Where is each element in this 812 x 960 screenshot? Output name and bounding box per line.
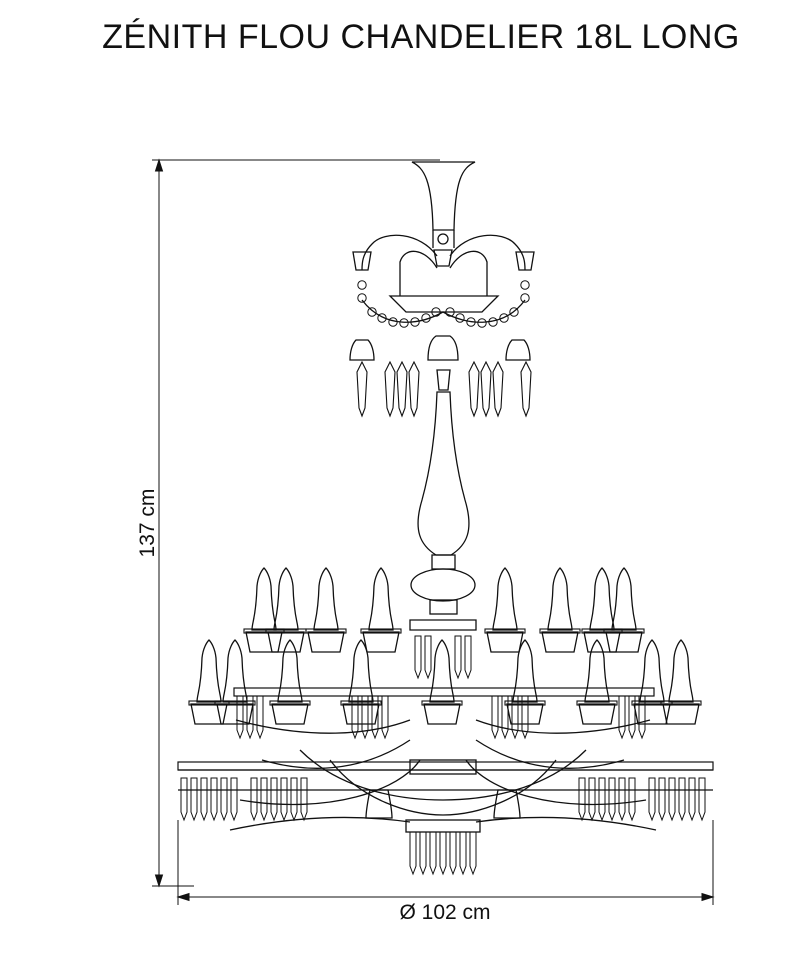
- height-dimension: [152, 158, 440, 888]
- candles-back-row: [243, 567, 645, 653]
- product-title: ZÉNITH FLOU CHANDELIER 18L LONG: [102, 18, 740, 56]
- diameter-label: Ø 102 cm: [399, 901, 490, 924]
- upper-bead-garland: [357, 280, 530, 328]
- height-label: 137 cm: [136, 489, 159, 558]
- diameter-dimension: [176, 820, 715, 905]
- center-prism-column: [409, 635, 477, 875]
- lower-ring-crystals: [180, 777, 706, 821]
- chandelier-outline: [178, 161, 713, 833]
- tier-bands: [177, 687, 714, 771]
